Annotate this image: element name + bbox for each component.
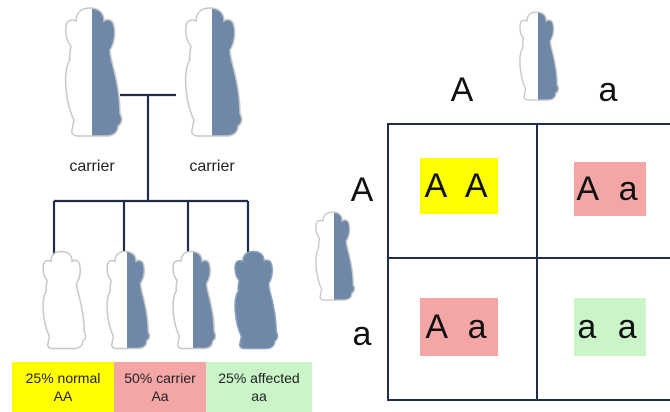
top-parent-dog-icon (519, 11, 560, 101)
punnett-cell-Aa-top: A a (574, 162, 646, 216)
parent-left-label: carrier (69, 158, 115, 175)
offspring-carrier-dog-2-icon (172, 250, 217, 350)
parent-dog-right-icon (184, 7, 243, 137)
punnett-cell-Aa-bottom: A a (420, 298, 498, 356)
parent-dog-left-icon (64, 7, 123, 137)
top-allele-2: a (598, 71, 618, 109)
offspring-normal-dog-icon (42, 250, 87, 350)
legend-affected-pct: 25% affected (218, 370, 300, 386)
legend-affected-genotype: aa (251, 388, 267, 404)
legend-carrier-pct: 50% carrier (124, 370, 196, 386)
legend-carrier-genotype: Aa (151, 388, 169, 404)
top-allele-1: A (450, 71, 474, 109)
offspring-affected-dog-icon (234, 250, 279, 350)
legend-affected: 25% affected aa (206, 362, 312, 412)
legend-carrier: 50% carrier Aa (114, 362, 206, 412)
legend-normal-genotype: AA (53, 388, 73, 404)
parent-right-label: carrier (189, 158, 235, 175)
legend-normal: 25% normal AA (12, 362, 114, 412)
legend-normal-pct: 25% normal (25, 370, 101, 386)
punnett-cell-AA: A A (420, 158, 498, 214)
side-allele-1: A (350, 171, 374, 209)
side-parent-dog-icon (315, 211, 356, 301)
offspring-carrier-dog-1-icon (106, 250, 151, 350)
side-allele-2: a (352, 315, 372, 353)
punnett-cell-aa: a a (574, 298, 646, 356)
